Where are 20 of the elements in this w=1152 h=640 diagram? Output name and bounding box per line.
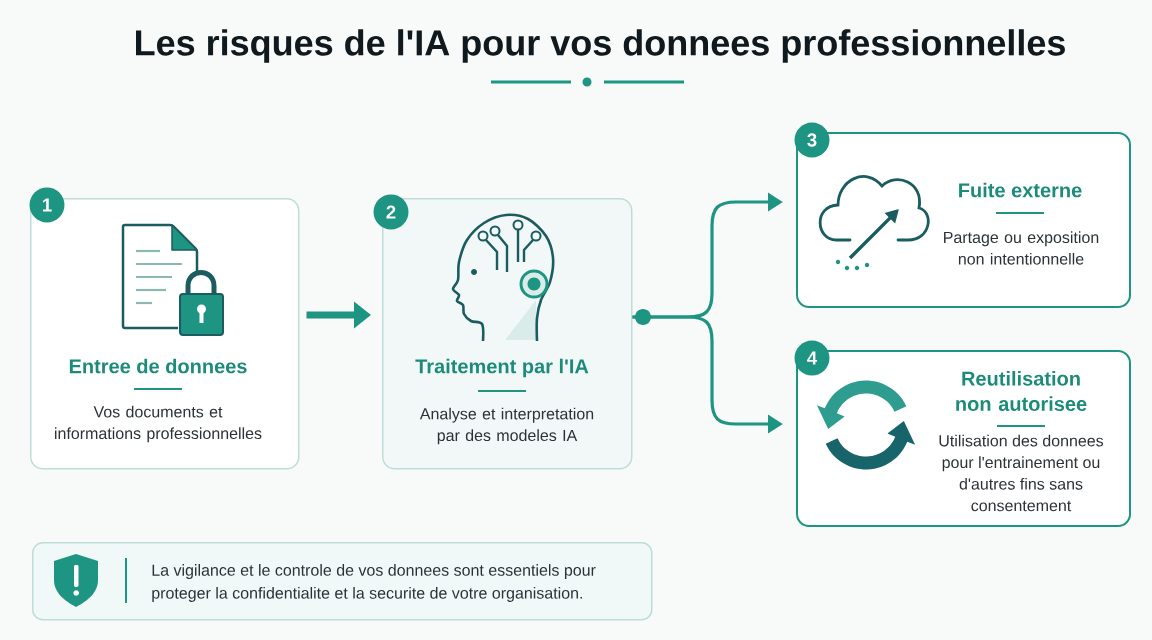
card-heading: Fuite externe <box>959 182 1082 198</box>
step-card <box>796 350 1131 527</box>
number-badge: 4 <box>794 340 830 376</box>
card-description: Analyse et interpretation par des modeles IA <box>419 407 594 445</box>
note-text: La vigilance et le controle de vos donnees sont essentiels pour proteger la confidentialite et la securite de votre organisation. <box>152 564 596 602</box>
number-badge: 1 <box>29 187 65 223</box>
card-heading: Reutilisation non autorisee <box>956 371 1087 411</box>
card-description: Vos documents et informations professionnelles <box>55 405 262 443</box>
number-badge: 3 <box>794 122 830 158</box>
step-card <box>30 198 300 470</box>
junction-dot <box>635 309 651 325</box>
title: Les risques de l'IA pour vos donnees professionnelles <box>136 29 1065 63</box>
note-box <box>32 542 653 621</box>
card-description: Partage ou exposition non intentionnelle <box>944 231 1099 265</box>
step-card <box>796 132 1131 308</box>
card-description: Utilisation des donnees pour l'entrainement ou d'autres fins sans consentement <box>939 434 1104 512</box>
number-badge: 2 <box>373 194 409 230</box>
step-card <box>382 198 633 470</box>
card-heading: Traitement par l'IA <box>415 358 589 378</box>
card-heading: Entree de donnees <box>69 358 247 374</box>
